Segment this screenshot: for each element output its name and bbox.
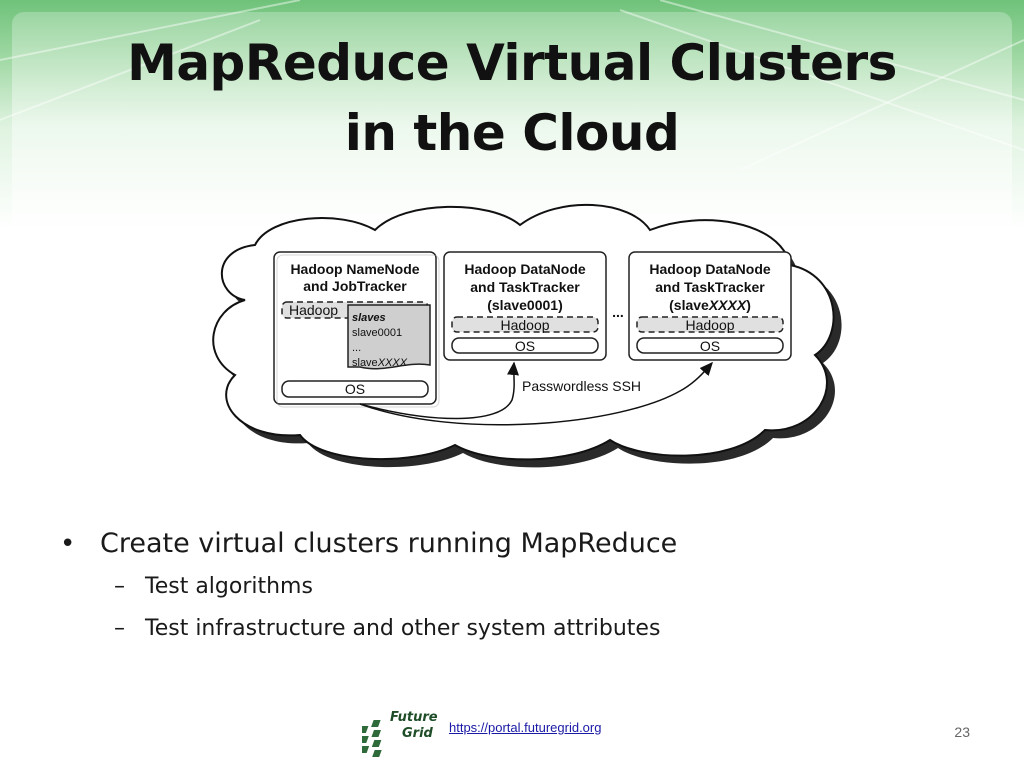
bullet-list: • Create virtual clusters running MapRed… bbox=[60, 522, 960, 650]
master-title-line-2: and JobTracker bbox=[303, 278, 407, 294]
sub-bullet-item: – Test infrastructure and other system a… bbox=[60, 608, 960, 650]
slave-node-0001: Hadoop DataNode and TaskTracker (slave00… bbox=[443, 251, 607, 361]
master-os-label: OS bbox=[345, 381, 365, 397]
slaves-file-heading: slaves bbox=[352, 312, 386, 324]
ssh-label: Passwordless SSH bbox=[522, 378, 641, 394]
slaves-file-line-2: ... bbox=[352, 342, 361, 354]
master-title-line-1: Hadoop NameNode bbox=[290, 261, 419, 277]
title-line-1: MapReduce Virtual Clusters bbox=[127, 34, 897, 92]
bullet-item: • Create virtual clusters running MapRed… bbox=[60, 522, 960, 566]
slave1-title-line-1: Hadoop DataNode bbox=[464, 261, 586, 277]
slave1-hadoop-label: Hadoop bbox=[500, 317, 549, 333]
master-os-layer bbox=[281, 380, 429, 398]
slave-ellipsis: ... bbox=[612, 304, 624, 320]
futuregrid-logo: Future Grid bbox=[362, 710, 438, 757]
slave2-title-line-2: and TaskTracker bbox=[655, 279, 765, 295]
master-hadoop-label: Hadoop bbox=[289, 302, 338, 318]
slave2-os-layer bbox=[636, 337, 784, 354]
logo-text-line-2: Grid bbox=[402, 726, 434, 741]
bullet-text: Create virtual clusters running MapReduc… bbox=[100, 528, 678, 559]
slave1-os-label: OS bbox=[515, 338, 535, 354]
sub-bullet-dash: – bbox=[114, 574, 125, 599]
bullet-dot: • bbox=[60, 529, 76, 559]
ssh-arrow-to-slave1 bbox=[359, 361, 519, 420]
slaves-file bbox=[347, 304, 431, 370]
slave2-hadoop-label: Hadoop bbox=[685, 317, 734, 333]
slaves-file-line-1: slave0001 bbox=[352, 327, 402, 339]
sub-bullet-item: – Test algorithms bbox=[60, 566, 960, 608]
futuregrid-portal-link[interactable]: https://portal.futuregrid.org bbox=[449, 720, 602, 735]
slave2-os-label: OS bbox=[700, 338, 720, 354]
slave1-os-layer bbox=[451, 337, 599, 354]
page-number: 23 bbox=[954, 724, 970, 740]
slave2-title-line-1: Hadoop DataNode bbox=[649, 261, 771, 277]
sub-bullet-text: Test algorithms bbox=[145, 574, 313, 599]
slave1-hadoop-layer bbox=[451, 316, 599, 333]
slave2-hadoop-layer bbox=[636, 316, 784, 333]
slaves-file-line-3: slaveXXXX bbox=[352, 357, 408, 369]
slave1-title-line-3: (slave0001) bbox=[487, 297, 563, 313]
sub-bullet-dash: – bbox=[114, 616, 125, 641]
slave1-title-line-2: and TaskTracker bbox=[470, 279, 580, 295]
sub-bullet-text: Test infrastructure and other system att… bbox=[145, 616, 661, 641]
title-line-2: in the Cloud bbox=[344, 104, 680, 162]
slave-node-xxxx: Hadoop DataNode and TaskTracker (slaveXX… bbox=[628, 251, 792, 361]
cluster-diagram: Hadoop NameNode and JobTracker Hadoop sl… bbox=[212, 203, 842, 468]
logo-text-line-1: Future bbox=[390, 710, 438, 725]
ssh-arrow-to-slavexxxx bbox=[359, 361, 713, 426]
slide-title: MapReduce Virtual Clusters in the Cloud bbox=[0, 28, 1024, 168]
slave2-title-line-3: (slaveXXXX) bbox=[669, 297, 751, 313]
master-node: Hadoop NameNode and JobTracker Hadoop sl… bbox=[273, 251, 440, 408]
